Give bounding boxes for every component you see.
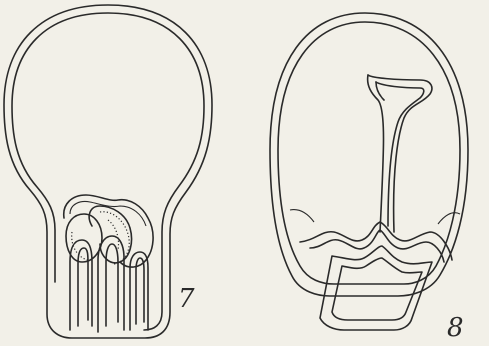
figure-8-label: 8 <box>447 315 464 341</box>
figure-8-drawing <box>270 13 468 330</box>
figure-7-label: 7 <box>178 286 195 312</box>
